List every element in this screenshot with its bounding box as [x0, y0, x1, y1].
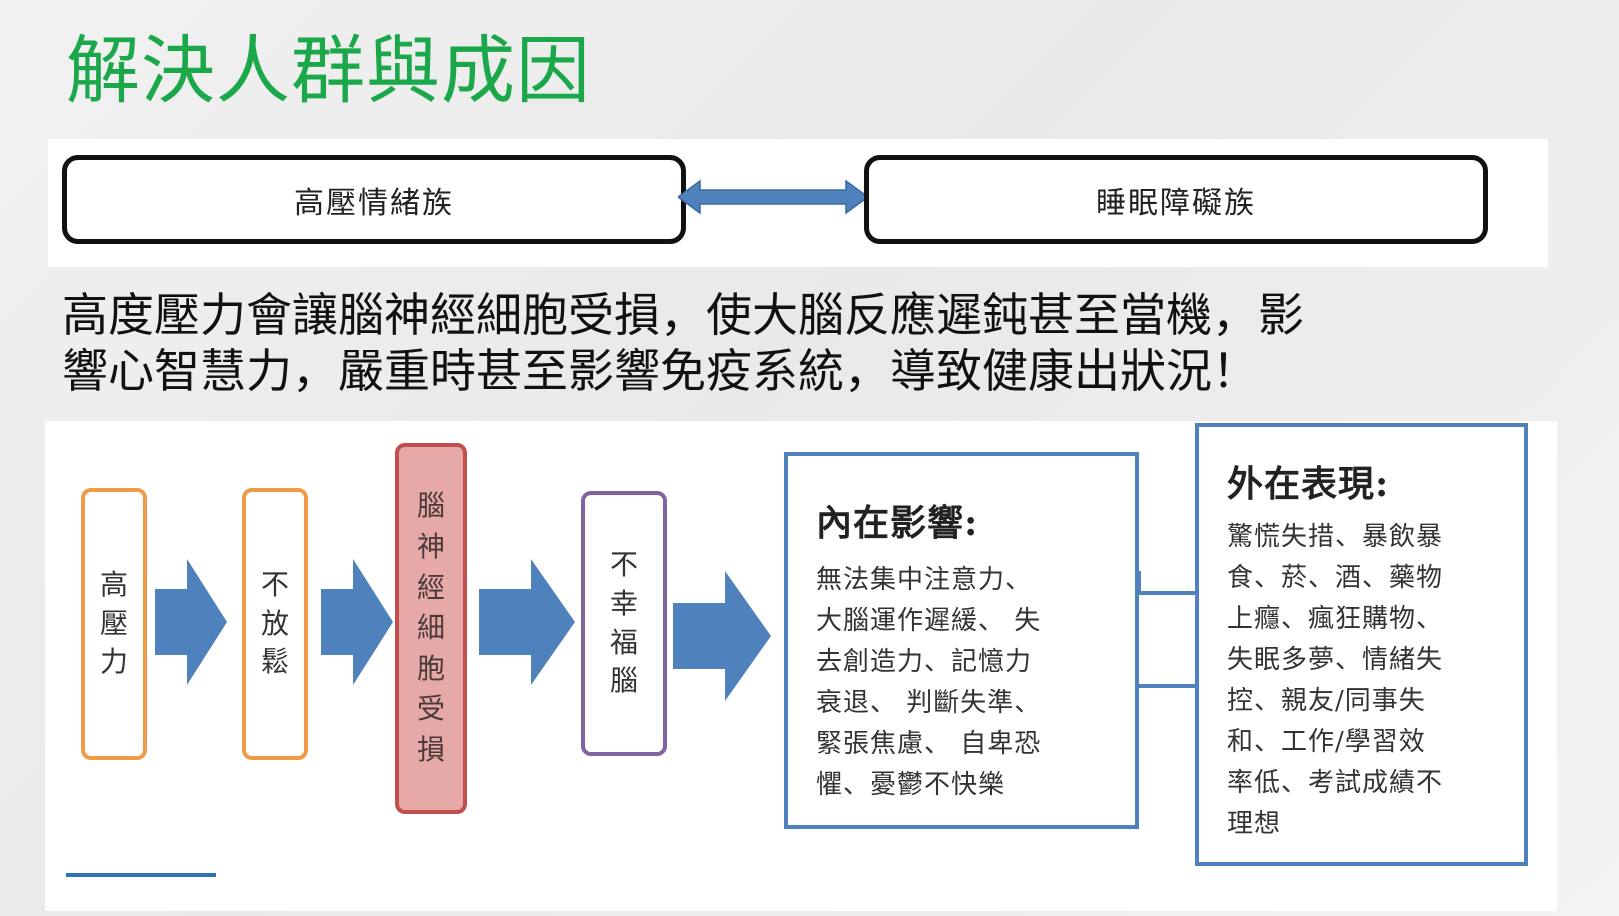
footer-accent-line — [66, 873, 216, 877]
left-right-arrow-icon — [678, 179, 868, 215]
high-stress-group-label: 高壓情緒族 — [294, 185, 454, 221]
internal-effect-line: 大腦運作遲緩、 失 — [816, 606, 1042, 636]
sleep-disorder-group-box: 睡眠障礙族 — [864, 155, 1488, 244]
description-text: 高度壓力會讓腦神經細胞受損，使大腦反應遲鈍甚至當機，影 響心智慧力，嚴重時甚至影… — [62, 287, 1482, 399]
brain-damage-char: 經 — [416, 570, 445, 604]
external-manifestation-line: 控、親友/同事失 — [1227, 686, 1426, 716]
internal-effects-heading: 內在影響: — [816, 502, 979, 544]
right-arrow-icon — [321, 559, 393, 685]
external-manifestation-line: 和、工作/學習效 — [1227, 727, 1426, 757]
high-pressure-box: 高 壓 力 — [81, 488, 147, 760]
brain-damage-char: 細 — [416, 611, 445, 645]
cause-effect-diagram: 高 壓 力 不 放 鬆 腦 神 經 細 胞 受 損 不 幸 — [45, 421, 1557, 911]
high-pressure-char: 高 — [99, 568, 128, 602]
external-manifestations-box: 外在表現: 驚慌失措、暴飲暴 食、菸、酒、藥物 上癮、瘋狂購物、 失眠多夢、情緒… — [1195, 423, 1528, 866]
unhappy-brain-char: 腦 — [609, 664, 638, 698]
unhappy-brain-char: 幸 — [609, 586, 638, 620]
external-manifestation-line: 食、菸、酒、藥物 — [1227, 563, 1444, 593]
connector-lines — [1137, 571, 1195, 688]
internal-effect-line: 去創造力、記憶力 — [816, 647, 1033, 677]
no-relax-char: 不 — [260, 568, 289, 602]
brain-cell-damage-box: 腦 神 經 細 胞 受 損 — [395, 443, 467, 814]
unhappy-brain-char: 福 — [609, 625, 638, 659]
right-arrow-icon — [479, 559, 575, 685]
brain-damage-char: 神 — [416, 530, 445, 564]
internal-effect-line: 懼、憂鬱不快樂 — [816, 770, 1006, 800]
external-manifestation-line: 率低、考試成績不 — [1227, 768, 1444, 798]
description-line-2: 響心智慧力，嚴重時甚至影響免疫系統，導致健康出狀況！ — [62, 344, 1258, 398]
unhappy-brain-char: 不 — [609, 548, 638, 582]
brain-damage-char: 腦 — [416, 489, 445, 523]
slide-title: 解決人群與成因 — [66, 28, 591, 114]
no-relax-char: 鬆 — [260, 645, 289, 679]
internal-effects-box: 內在影響: 無法集中注意力、 大腦運作遲緩、 失 去創造力、記憶力 衰退、 判斷… — [784, 452, 1139, 829]
internal-effect-line: 緊張焦慮、 自卑恐 — [816, 729, 1042, 759]
brain-damage-char: 損 — [416, 732, 445, 766]
external-manifestation-line: 驚慌失措、暴飲暴 — [1227, 522, 1444, 552]
internal-effect-line: 無法集中注意力、 — [816, 565, 1033, 595]
external-manifestation-line: 理想 — [1227, 809, 1282, 839]
no-relax-box: 不 放 鬆 — [242, 488, 308, 760]
sleep-disorder-group-label: 睡眠障礙族 — [1096, 185, 1256, 221]
high-pressure-char: 力 — [99, 645, 128, 679]
external-manifestation-line: 上癮、瘋狂購物、 — [1227, 604, 1444, 634]
internal-effect-line: 衰退、 判斷失準、 — [816, 688, 1042, 718]
high-pressure-char: 壓 — [99, 606, 128, 640]
right-arrow-icon — [155, 559, 227, 685]
no-relax-char: 放 — [260, 606, 289, 640]
external-manifestation-line: 失眠多夢、情緒失 — [1227, 645, 1444, 675]
high-stress-group-box: 高壓情緒族 — [62, 155, 686, 244]
target-groups-panel: 高壓情緒族 睡眠障礙族 — [48, 139, 1548, 267]
unhappy-brain-box: 不 幸 福 腦 — [581, 491, 667, 756]
external-manifestations-heading: 外在表現: — [1227, 463, 1390, 505]
description-line-1: 高度壓力會讓腦神經細胞受損，使大腦反應遲鈍甚至當機，影 — [62, 288, 1304, 342]
right-arrow-icon — [673, 571, 771, 701]
brain-damage-char: 受 — [416, 692, 445, 726]
brain-damage-char: 胞 — [416, 651, 445, 685]
